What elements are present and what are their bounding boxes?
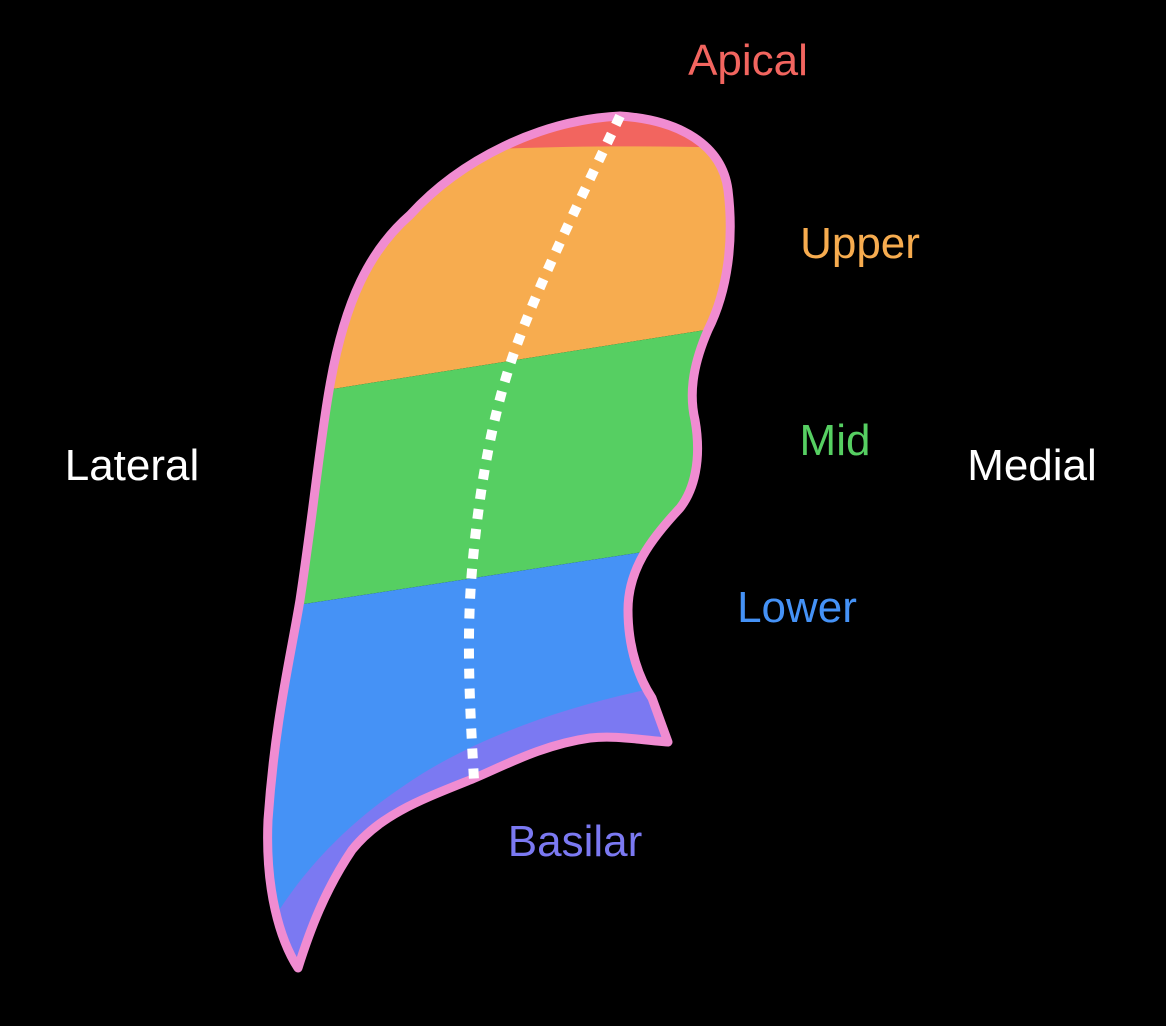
label-medial: Medial [967, 441, 1097, 490]
label-upper: Upper [800, 219, 920, 268]
dotted-axis-line [463, 113, 625, 781]
label-lower: Lower [737, 583, 857, 632]
label-basilar: Basilar [508, 817, 643, 866]
label-lateral: Lateral [65, 441, 200, 490]
label-apical: Apical [688, 36, 808, 85]
lung-outline [263, 111, 735, 973]
label-mid: Mid [800, 416, 871, 465]
lung-shape [263, 111, 735, 973]
